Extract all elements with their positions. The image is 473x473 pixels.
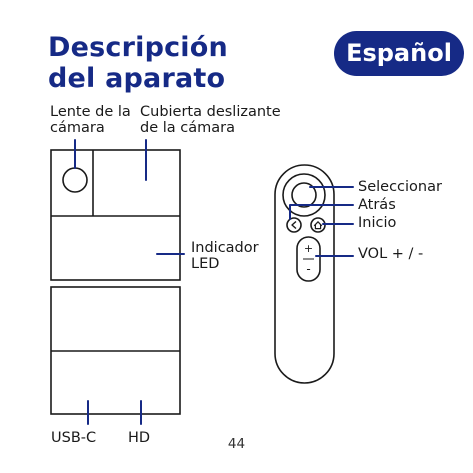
camera-lens-icon xyxy=(63,168,87,192)
device-callouts xyxy=(75,140,184,424)
volume-plus-sign: + xyxy=(304,242,313,255)
home-icon xyxy=(314,222,322,229)
back-button[interactable] xyxy=(287,218,301,232)
remote-control xyxy=(275,165,334,383)
home-button[interactable] xyxy=(311,218,325,232)
chevron-left-icon xyxy=(292,222,296,229)
device-front-view xyxy=(51,150,180,280)
page-number: 44 xyxy=(0,436,473,452)
volume-minus-sign: - xyxy=(306,262,310,276)
device-bottom-view xyxy=(51,287,180,414)
